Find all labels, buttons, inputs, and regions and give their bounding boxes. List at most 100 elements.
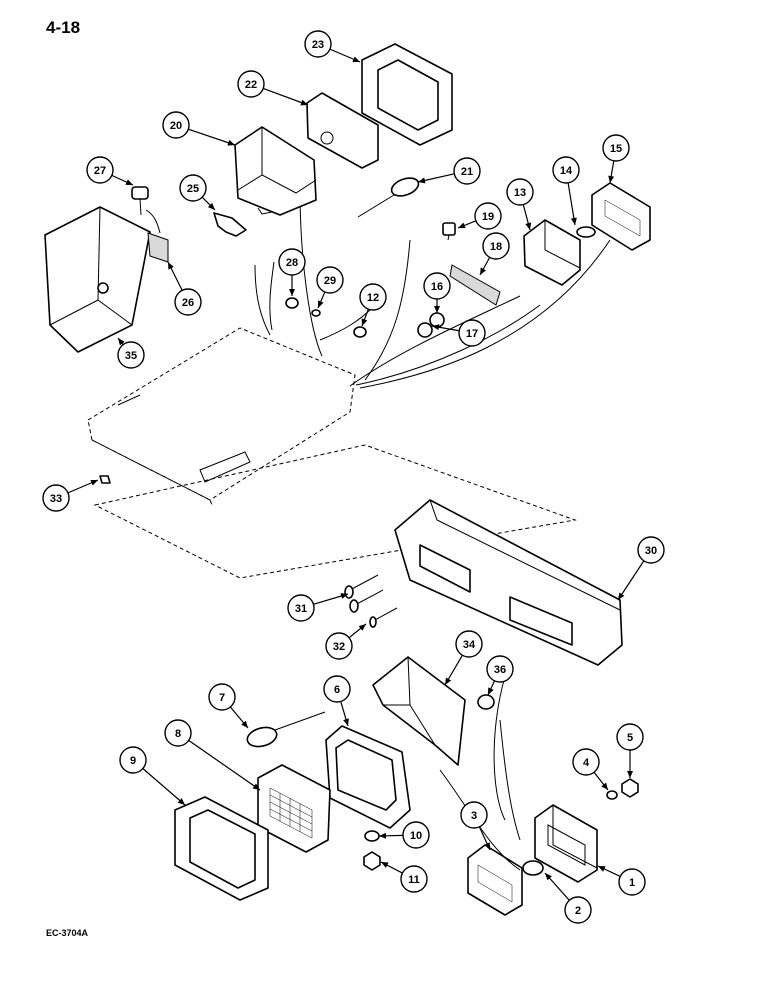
callout-33: 33 bbox=[42, 479, 99, 512]
callout-arrowhead bbox=[598, 866, 606, 872]
callout-circle bbox=[453, 157, 481, 185]
callout-arrowhead bbox=[570, 217, 577, 225]
callout-arrowhead bbox=[300, 99, 308, 106]
callout-circle bbox=[316, 266, 344, 294]
callout-circle bbox=[618, 868, 646, 896]
callout-arrowhead bbox=[207, 202, 215, 210]
part-35-lamp-housing bbox=[44, 206, 151, 353]
part-30-fascia bbox=[394, 499, 623, 666]
part-10-washer bbox=[364, 830, 380, 842]
callout-12: 12 bbox=[359, 283, 387, 327]
callout-circle bbox=[400, 865, 428, 893]
callout-circle bbox=[482, 232, 510, 260]
part-22-reflector bbox=[306, 92, 379, 169]
callout-8: 8 bbox=[164, 719, 261, 791]
callout-26: 26 bbox=[167, 261, 202, 316]
part-27-bolt bbox=[131, 186, 161, 234]
callout-arrowhead bbox=[318, 300, 324, 308]
part-17-nut bbox=[417, 322, 433, 338]
callout-number: 10 bbox=[410, 830, 422, 842]
part-33-clip bbox=[99, 475, 111, 484]
callout-number: 27 bbox=[94, 165, 106, 177]
callout-13: 13 bbox=[506, 178, 534, 231]
part-13-lamp-housing bbox=[523, 219, 581, 286]
callout-arrowhead bbox=[168, 262, 174, 270]
callout-number: 29 bbox=[324, 275, 336, 287]
callout-number: 33 bbox=[50, 493, 62, 505]
callout-circle bbox=[162, 111, 190, 139]
callout-number: 9 bbox=[130, 755, 136, 767]
callout-25: 25 bbox=[179, 174, 216, 211]
callout-arrowhead bbox=[545, 873, 552, 881]
drawing-code: EC-3704A bbox=[46, 928, 89, 938]
callout-number: 22 bbox=[245, 79, 257, 91]
callout-circle bbox=[460, 801, 488, 829]
callout-arrowhead bbox=[458, 222, 466, 229]
callout-circle bbox=[278, 248, 306, 276]
callout-circle bbox=[402, 821, 430, 849]
callout-arrowhead bbox=[177, 798, 185, 805]
callout-arrowhead bbox=[343, 718, 349, 726]
callout-arrowhead bbox=[352, 56, 360, 62]
callout-circle bbox=[323, 675, 351, 703]
callout-circle bbox=[474, 202, 502, 230]
part-9-frame bbox=[174, 796, 269, 901]
callout-circle bbox=[117, 341, 145, 369]
callout-arrowhead bbox=[340, 593, 348, 599]
callout-number: 20 bbox=[170, 120, 182, 132]
callout-1: 1 bbox=[597, 865, 646, 896]
callout-5: 5 bbox=[616, 723, 644, 778]
callout-number: 7 bbox=[219, 692, 225, 704]
callout-arrowhead bbox=[618, 592, 625, 600]
callout-arrowhead bbox=[434, 306, 440, 313]
part-7-bulb bbox=[246, 711, 326, 748]
callout-circle bbox=[602, 134, 630, 162]
callout-21: 21 bbox=[417, 157, 481, 185]
roof-panel bbox=[87, 327, 577, 579]
callout-circle bbox=[423, 272, 451, 300]
callout-arrowhead bbox=[252, 783, 260, 790]
callout-4: 4 bbox=[572, 748, 609, 791]
callout-leader bbox=[262, 87, 309, 106]
callout-circle bbox=[616, 723, 644, 751]
callout-number: 36 bbox=[494, 664, 506, 676]
callout-number: 31 bbox=[295, 603, 307, 615]
callout-number: 30 bbox=[645, 545, 657, 557]
callout-arrowhead bbox=[125, 179, 133, 185]
part-23-lens-frame bbox=[361, 43, 453, 146]
part-18-plate bbox=[449, 264, 501, 306]
callout-arrowhead bbox=[379, 832, 387, 839]
callout-arrowhead bbox=[608, 175, 615, 183]
callout-11: 11 bbox=[380, 861, 428, 893]
callout-6: 6 bbox=[323, 675, 351, 727]
callout-number: 6 bbox=[334, 684, 340, 696]
callout-circle bbox=[552, 156, 580, 184]
callout-20: 20 bbox=[162, 111, 236, 146]
callout-circle bbox=[179, 174, 207, 202]
callout-circle bbox=[564, 896, 592, 924]
part-6-lamp-body bbox=[325, 725, 411, 829]
callout-circle bbox=[164, 719, 192, 747]
part-3-lens bbox=[467, 844, 523, 916]
part-25-clip bbox=[213, 212, 247, 237]
part-19-screw bbox=[442, 222, 456, 241]
part-15-lens bbox=[591, 182, 651, 251]
callout-number: 4 bbox=[583, 757, 590, 769]
callout-number: 11 bbox=[408, 874, 420, 886]
callout-arrowhead bbox=[118, 338, 125, 346]
callout-number: 32 bbox=[333, 641, 345, 653]
callout-circle bbox=[455, 630, 483, 658]
callout-arrowhead bbox=[601, 782, 608, 790]
callout-36: 36 bbox=[486, 655, 514, 696]
callout-circle bbox=[359, 283, 387, 311]
callout-circle bbox=[506, 178, 534, 206]
callout-number: 28 bbox=[286, 257, 298, 269]
callout-leader bbox=[142, 768, 186, 806]
part-34-shroud bbox=[372, 656, 466, 766]
callout-7: 7 bbox=[208, 683, 249, 729]
callout-circle bbox=[86, 156, 114, 184]
callout-18: 18 bbox=[479, 232, 510, 276]
callout-arrowhead bbox=[484, 842, 490, 850]
callout-number: 34 bbox=[463, 639, 476, 651]
callout-17: 17 bbox=[431, 319, 486, 347]
